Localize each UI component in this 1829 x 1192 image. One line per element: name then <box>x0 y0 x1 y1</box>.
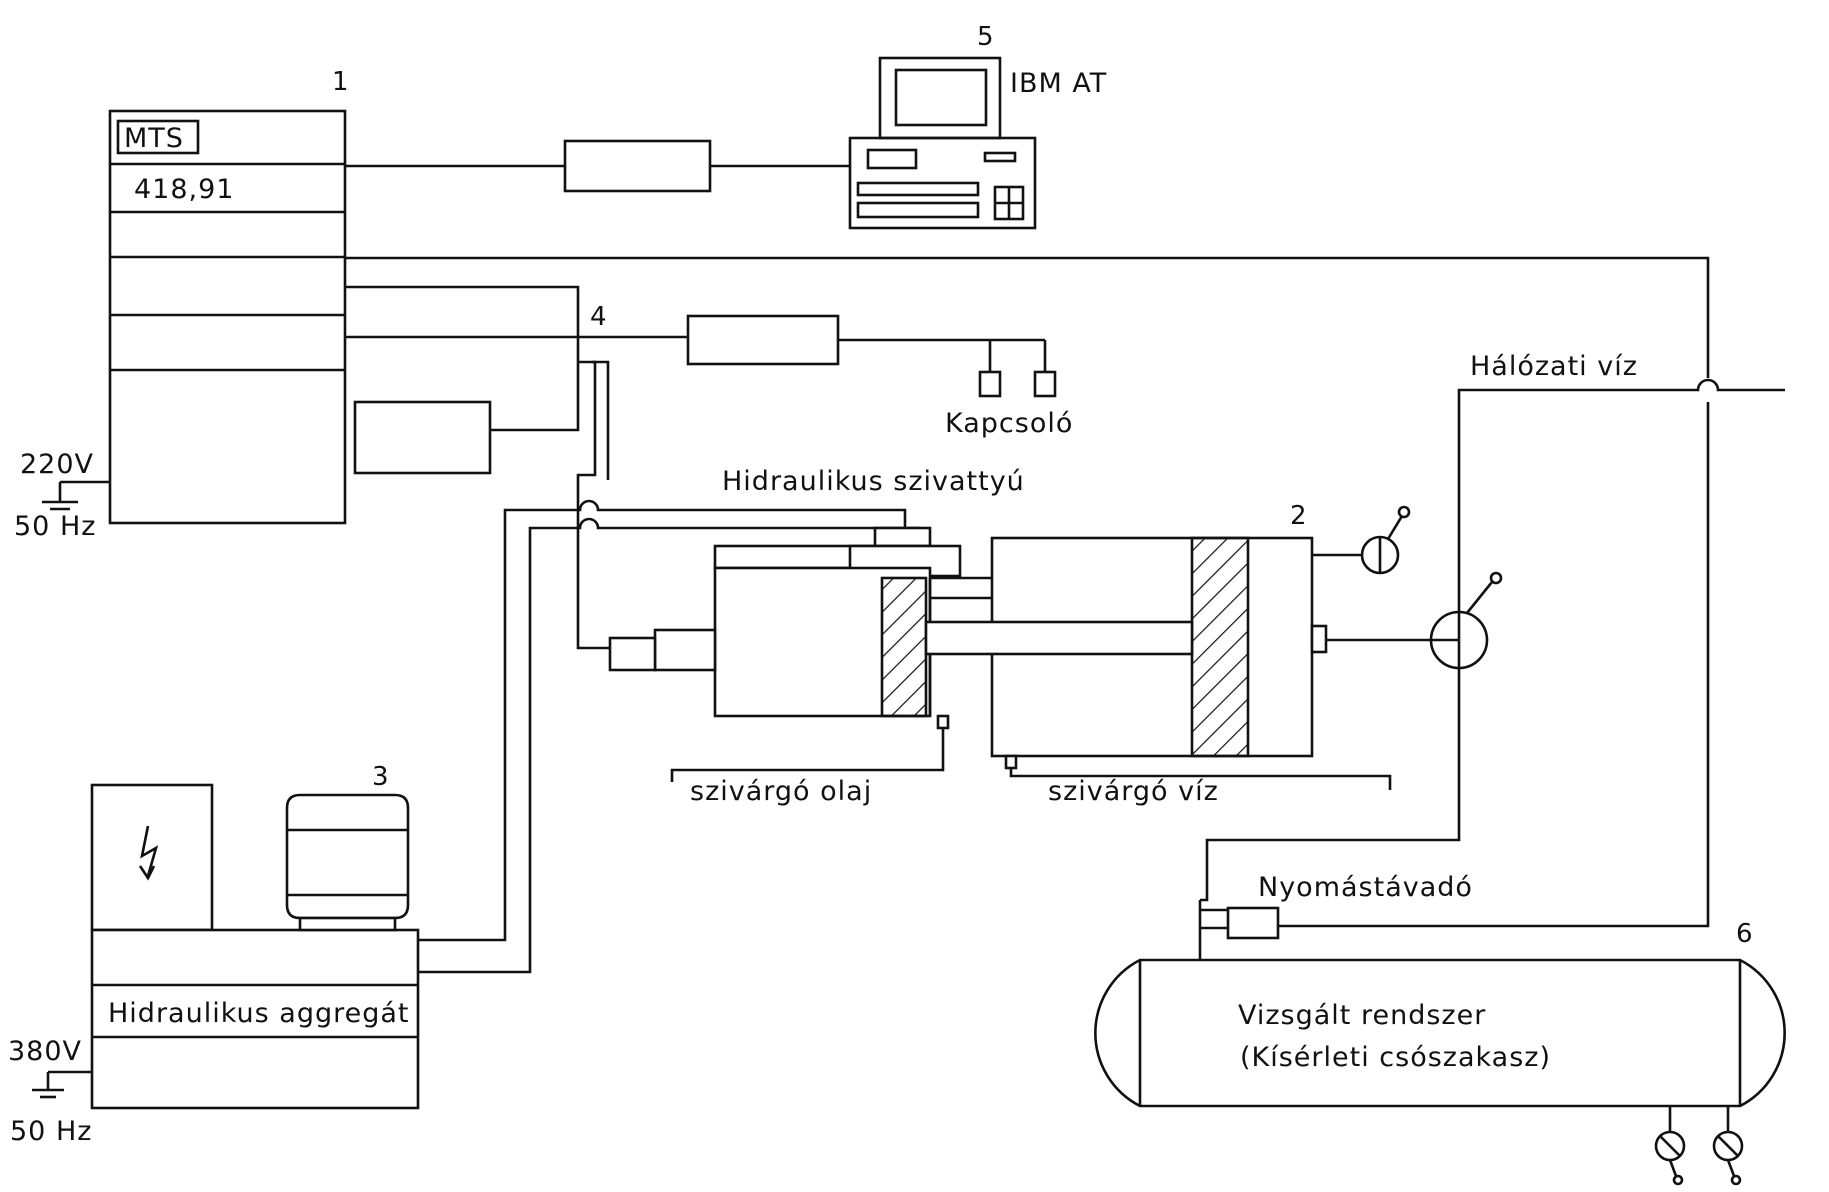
controller-submodule <box>353 400 492 475</box>
junction-line-upper <box>345 285 580 432</box>
switch-label: Kapcsoló <box>945 408 1073 439</box>
cylinder-number: 2 <box>1290 501 1307 531</box>
pressure-signal-line <box>345 256 1710 378</box>
hydraulic-aggregate <box>90 783 420 1110</box>
network-water-label: Hálózati víz <box>1470 351 1638 382</box>
aggregate-number: 3 <box>372 762 389 792</box>
junction-number: 4 <box>590 302 607 332</box>
controller-brand: MTS <box>124 123 184 154</box>
test-vessel-label-1: Vizsgált rendszer <box>1238 1000 1486 1031</box>
valve-icon <box>1360 505 1411 575</box>
controller-power: 220V 50 Hz <box>14 449 110 542</box>
water-piston <box>1190 536 1250 758</box>
ground-icon <box>42 500 78 511</box>
lightning-bolt-icon <box>138 825 159 881</box>
hydraulic-pressure-line <box>418 499 907 942</box>
switch-box <box>686 314 840 366</box>
oil-piston <box>880 576 928 718</box>
computer-interface-box <box>563 139 712 193</box>
network-water-line <box>1457 378 1785 612</box>
water-leak-label: szivárgó víz <box>1048 776 1219 807</box>
ground-icon <box>32 1088 64 1099</box>
hydraulic-return-line <box>418 517 920 974</box>
computer-number: 5 <box>977 22 994 52</box>
pump-label: Hidraulikus szivattyú <box>722 466 1025 497</box>
controller-rack: MTS 418,91 <box>108 109 492 525</box>
aggregate-frequency: 50 Hz <box>10 1116 92 1147</box>
cylinder-assembly <box>608 526 1362 770</box>
oil-leak-label: szivárgó olaj <box>690 776 872 807</box>
aggregate-power: 380V 50 Hz <box>8 1036 92 1147</box>
switch-button <box>1033 370 1057 398</box>
controller-frequency: 50 Hz <box>14 511 96 542</box>
valve-icon <box>1429 571 1503 670</box>
pressure-transducer-label: Nyomástávadó <box>1258 872 1473 903</box>
controller-model: 418,91 <box>134 174 234 205</box>
computer-label: IBM AT <box>1010 68 1107 99</box>
test-vessel <box>1094 958 1786 1186</box>
aggregate-voltage: 380V <box>8 1036 82 1067</box>
test-vessel-number: 6 <box>1736 919 1753 949</box>
test-vessel-label-2: (Kísérleti csószakasz) <box>1240 1042 1551 1073</box>
switch-button <box>978 370 1002 398</box>
oil-leak-line <box>670 728 945 782</box>
controller-voltage: 220V <box>20 449 94 480</box>
pressure-transducer <box>1200 906 1280 940</box>
aggregate-label: Hidraulikus aggregát <box>108 998 409 1029</box>
controller-number: 1 <box>332 67 349 97</box>
water-leak-line <box>1009 768 1392 790</box>
computer <box>848 56 1037 230</box>
